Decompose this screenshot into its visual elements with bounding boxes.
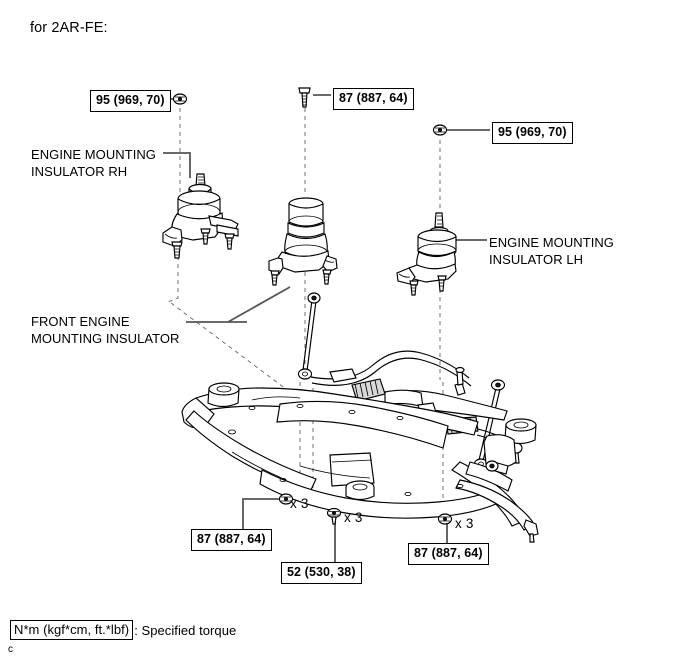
page-mark: c — [8, 644, 13, 655]
bolt-glyph — [171, 241, 183, 259]
quantity-note-left: x 3 — [290, 496, 309, 511]
nut-glyph — [326, 507, 342, 525]
quantity-note-right: x 3 — [455, 516, 474, 531]
label-engine-mounting-insulator-lh: ENGINE MOUNTING INSULATOR LH — [489, 235, 614, 267]
front-suspension-crossmember — [181, 292, 539, 543]
label-engine-mounting-insulator-rh: ENGINE MOUNTING INSULATOR RH — [31, 147, 156, 179]
torque-spec-bottom-right: 87 (887, 64) — [408, 543, 489, 565]
legend-unit-box: N*m (kgf*cm, ft.*lbf) — [10, 620, 134, 640]
torque-spec-bottom-left: 87 (887, 64) — [191, 529, 272, 551]
bolt-glyph — [224, 233, 235, 250]
stabilizer-bar — [297, 292, 506, 470]
bolt-glyph — [409, 280, 419, 296]
subframe-body — [181, 382, 539, 543]
leader-lines — [163, 94, 490, 562]
quantity-note-center: x 3 — [344, 510, 363, 525]
engine-mounting-insulator-rh-part — [162, 173, 239, 259]
torque-legend: N*m (kgf*cm, ft.*lbf) : Specified torque — [10, 620, 236, 640]
torque-spec-bottom-center: 52 (530, 38) — [281, 562, 362, 584]
nut-glyph — [432, 124, 448, 136]
bolt-glyph — [298, 87, 311, 108]
page-title: for 2AR-FE: — [30, 20, 108, 36]
bolt-glyph — [270, 270, 280, 286]
legend-description: : Specified torque — [134, 622, 237, 638]
alignment-guides — [167, 108, 444, 512]
bolt-glyph — [322, 269, 332, 285]
nut-glyph — [437, 513, 453, 525]
torque-spec-insulator-rh: 95 (969, 70) — [90, 90, 171, 112]
nut-glyph — [278, 493, 294, 505]
front-engine-mounting-insulator-part — [268, 197, 338, 286]
bolt-glyph — [437, 275, 447, 292]
torque-spec-front-insulator: 87 (887, 64) — [333, 88, 414, 110]
label-front-engine-mounting-insulator: FRONT ENGINE MOUNTING INSULATOR — [31, 314, 180, 346]
torque-spec-insulator-lh: 95 (969, 70) — [492, 122, 573, 144]
nut-glyph — [172, 93, 188, 105]
engine-mounting-insulator-lh-part — [396, 212, 457, 296]
bolt-glyph — [200, 228, 211, 245]
